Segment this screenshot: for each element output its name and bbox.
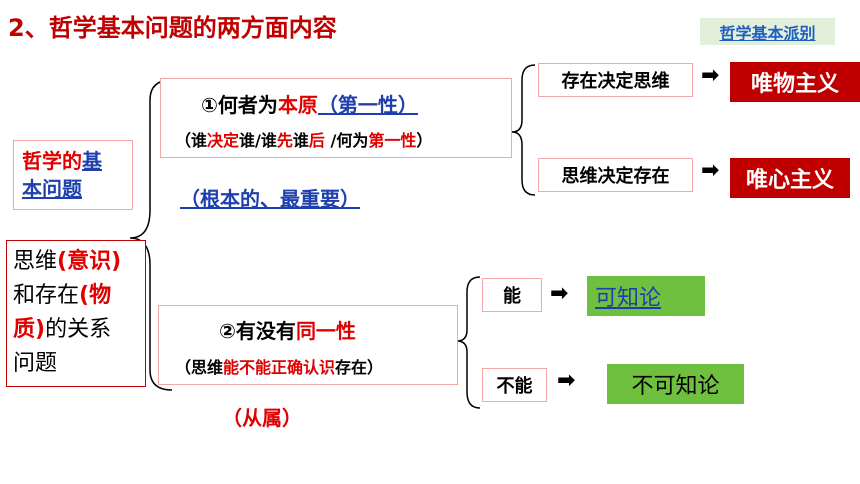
aspect2-num: ②有没有 <box>219 319 296 343</box>
basic-question-box: 哲学的基 本问题 <box>13 140 133 210</box>
school-left4: 不能 <box>482 368 547 402</box>
aspect2-key: 同一性 <box>295 319 356 343</box>
relation-box: 思维(意识) 和存在(物 质)的关系 问题 <box>6 240 146 387</box>
school-left1: 存在决定思维 <box>538 63 693 97</box>
arrow-right-icon: ➡ <box>701 158 720 183</box>
school-result3: 可知论 <box>587 276 705 316</box>
school-left3: 能 <box>482 278 542 312</box>
basic-question-prefix: 哲学的 <box>22 149 82 173</box>
aspect1-num: ①何者为 <box>201 93 278 117</box>
school-result4: 不可知论 <box>607 364 744 404</box>
aspect1-key: 本原 <box>277 93 318 117</box>
relation-line3-a: 质) <box>13 317 46 342</box>
aspect2-box: ②有没有同一性 （思维能不能正确认识存在） <box>158 305 458 385</box>
relation-line4: 问题 <box>13 351 58 376</box>
aspect2-desc: （思维能不能正确认识存在） <box>175 358 384 377</box>
school-left2: 思维决定存在 <box>538 158 693 192</box>
basic-question-rest: 本问题 <box>22 177 82 201</box>
relation-line3-b: 的关系 <box>45 317 112 342</box>
basic-question-highlight: 基 <box>82 149 102 173</box>
relation-line2-a: 和存在 <box>13 283 80 308</box>
arrow-right-icon: ➡ <box>550 281 569 306</box>
section-tag: 哲学基本派别 <box>700 18 835 45</box>
relation-line1-a: 思维 <box>13 249 58 274</box>
aspect1-box: ①何者为本原（第一性） （谁决定谁/谁先谁后 /何为第一性） <box>160 78 512 158</box>
arrow-right-icon: ➡ <box>701 63 720 88</box>
school-result2: 唯心主义 <box>730 158 850 198</box>
relation-line1-b: (意识) <box>57 249 122 274</box>
aspect1-note: （根本的、最重要） <box>180 187 360 211</box>
aspect1-desc: （谁决定谁/谁先谁后 /何为第一性） <box>175 131 433 150</box>
aspect1-paren: （第一性） <box>317 93 418 117</box>
arrow-right-icon: ➡ <box>557 368 576 393</box>
aspect2-note: （从属） <box>222 406 302 430</box>
relation-line2-b: (物 <box>79 283 112 308</box>
page-title: 2、哲学基本问题的两方面内容 <box>8 14 337 42</box>
school-result1: 唯物主义 <box>730 62 860 102</box>
